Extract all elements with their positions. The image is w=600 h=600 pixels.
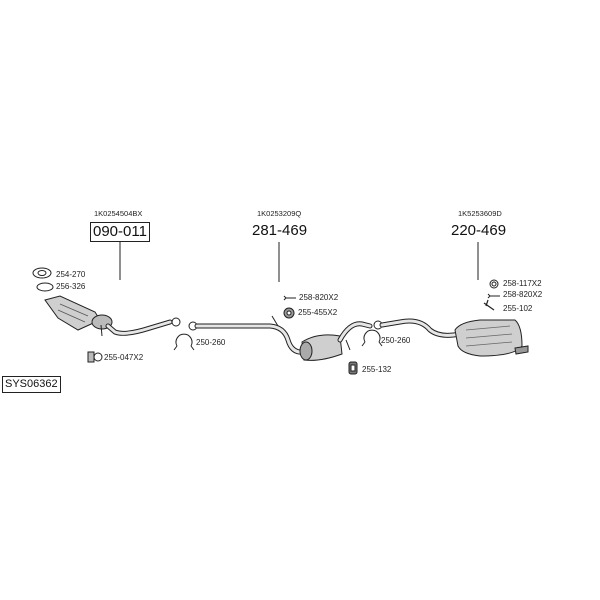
fitting-label-bolt-rear[interactable]: 258-820X2 [503,290,543,299]
front-pipe-catalyst[interactable] [44,295,181,337]
fitting-label-bolt[interactable]: 255-047X2 [104,353,144,362]
fitting-label-ring[interactable]: 256-326 [56,282,86,291]
part-number-rear[interactable]: 220-469 [451,222,507,239]
part-number-front[interactable]: 090-011 [90,222,150,242]
oem-number-rear: 1K5253609D [458,209,502,218]
oem-number-middle: 1K0253209Q [257,209,302,218]
fitting-label-clamp-front[interactable]: 250-260 [196,338,226,347]
fitting-label-hanger-middle[interactable]: 255-455X2 [298,308,338,317]
leader-lines [119,242,479,282]
rear-pipe-silencer[interactable] [373,299,529,357]
system-code: SYS06362 [2,376,61,393]
middle-pipe-silencer[interactable] [188,315,373,361]
part-number-middle[interactable]: 281-469 [252,222,308,239]
fitting-label-bolt-middle[interactable]: 258-820X2 [299,293,339,302]
fitting-label-ring-rear[interactable]: 258-117X2 [503,279,542,288]
oem-number-front: 1K0254504BX [94,209,143,218]
hardware-icons [32,267,500,375]
fitting-label-hanger-rear[interactable]: 255-102 [503,304,533,313]
fitting-label-clamp-rear[interactable]: 250-260 [381,336,411,345]
fitting-label-gasket[interactable]: 254-270 [56,270,86,279]
fitting-label-rubber[interactable]: 255-132 [362,365,392,374]
